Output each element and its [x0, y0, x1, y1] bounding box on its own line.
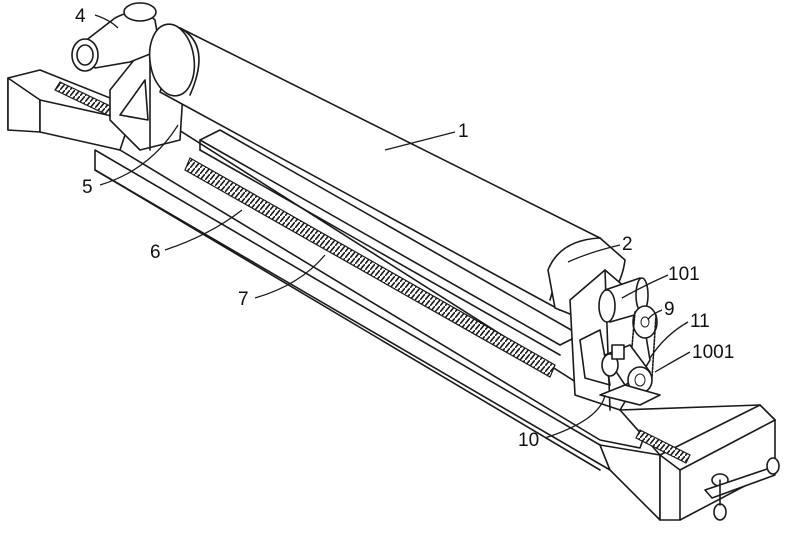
label-1: 1 [458, 121, 469, 142]
label-9: 9 [664, 299, 675, 320]
label-6: 6 [150, 242, 161, 263]
label-101: 101 [668, 264, 700, 285]
label-7: 7 [238, 289, 249, 310]
label-2: 2 [622, 234, 633, 255]
label-11: 11 [690, 311, 710, 332]
upper-pulley [633, 306, 657, 338]
label-10: 10 [518, 430, 539, 451]
label-4: 4 [75, 6, 86, 27]
label-5: 5 [82, 177, 93, 198]
label-1001: 1001 [692, 342, 734, 363]
